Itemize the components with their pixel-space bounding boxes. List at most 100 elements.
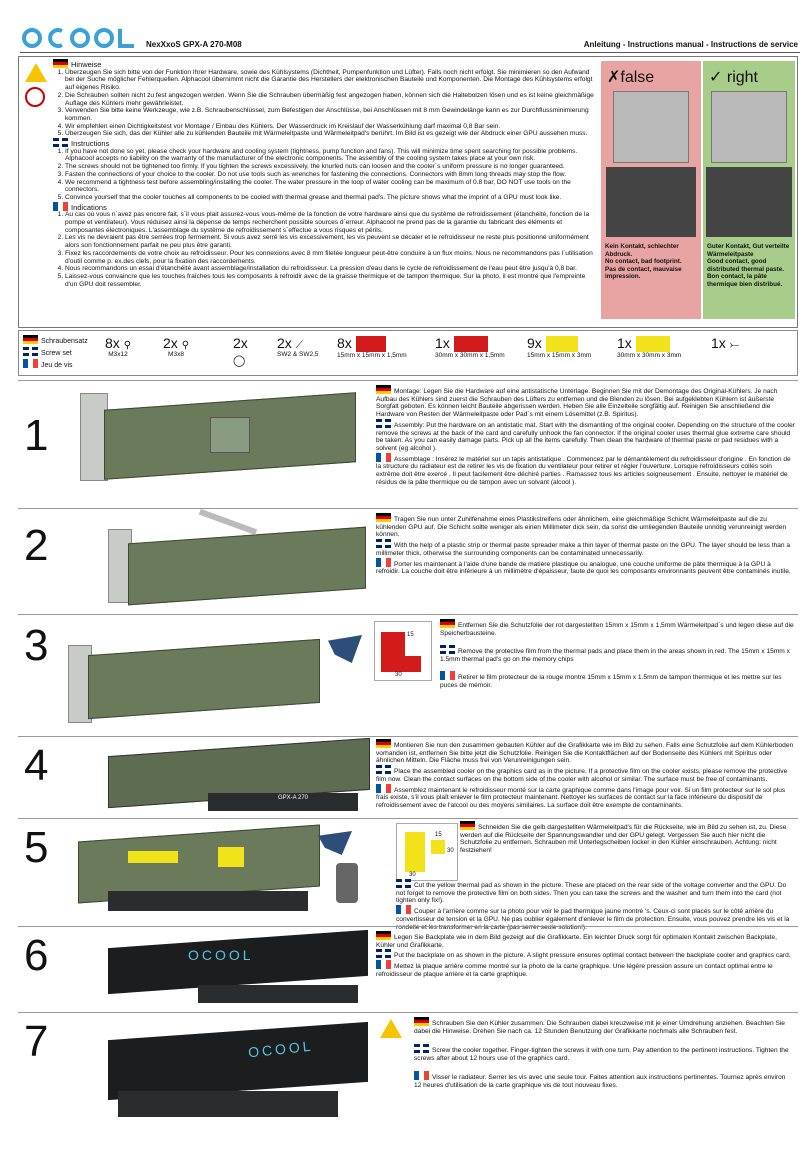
- screw-icon: ⚲: [181, 340, 190, 351]
- list-item: Überzeugen Sie sich, das der Kühler alle…: [65, 130, 599, 138]
- right-de-text: Guter Kontakt, Gut verteilte Wärmeleitpa…: [707, 243, 790, 258]
- uk-flag-icon: [440, 645, 455, 655]
- french-flag-icon: [376, 783, 391, 793]
- right-coldplate-image: [711, 91, 787, 163]
- part-red-pad-large: 1x 30mm x 30mm x 1,5mm: [435, 335, 505, 360]
- german-flag-icon: [376, 385, 391, 394]
- list-item: We recommend a tightness test before ass…: [65, 179, 599, 194]
- list-item: Fixez les raccordements de votre choix a…: [65, 250, 599, 265]
- manual-title: Anleitung - Instructions manual - Instru…: [583, 40, 798, 49]
- uk-flag-icon: [414, 1044, 429, 1053]
- header-divider: [20, 52, 800, 53]
- step-number: 7: [24, 1017, 49, 1066]
- backside-pad-diagram: 30 30 15: [396, 823, 458, 881]
- step-7-text: Schrauben Sie den Kühler zusammen. Die S…: [414, 1017, 794, 1090]
- part-washer: 2x◯: [233, 335, 248, 367]
- step-number: 5: [24, 823, 49, 872]
- list-item: Überzeugen Sie sich bitte von der Funkti…: [65, 69, 599, 92]
- step-2: 2 Tragen Sie nun unter Zuhilfenahme eine…: [18, 508, 798, 613]
- syringe-icon: ⤚: [729, 337, 740, 351]
- step-number: 3: [24, 621, 49, 670]
- part-screw-m3x12: 8x ⚲M3x12: [105, 335, 132, 358]
- german-flag-icon: [414, 1017, 429, 1026]
- false-label: ✗false: [607, 69, 655, 86]
- french-flag-icon: [376, 960, 391, 970]
- washer-icon: ◯: [233, 355, 246, 367]
- list-item: Wir empfehlen einen Dichtigkeitstest vor…: [65, 123, 599, 131]
- compare-right-panel: ✓ right Guter Kontakt, Gut verteilte Wär…: [703, 61, 795, 319]
- list-item: Convince yourself that the cooler touche…: [65, 194, 599, 202]
- de-list: Überzeugen Sie sich bitte von der Funkti…: [53, 69, 599, 138]
- fr-title: Indications: [71, 202, 107, 212]
- no-tools-icon: [25, 87, 45, 107]
- uk-flag-icon: [376, 539, 391, 549]
- list-item: The screws should not be tightened too f…: [65, 163, 599, 171]
- gpu-card-image: [70, 389, 370, 481]
- german-flag-icon: [376, 739, 391, 748]
- step-number: 6: [24, 931, 49, 980]
- german-flag-icon: [53, 59, 68, 68]
- step-number: 1: [24, 411, 49, 460]
- pad-layout-diagram: 15 30: [374, 621, 432, 681]
- list-item: Verwenden Sie bitte keine Werkzeuge, wie…: [65, 107, 599, 122]
- right-fr-text: Bon contact, la pâte thermique bien dist…: [707, 273, 783, 288]
- peel-film-icon: [328, 635, 362, 663]
- compare-false-panel: ✗false Kein Kontakt, schlechter Abdruck.…: [601, 61, 701, 319]
- model-name: NexXxoS GPX-A 270-M08: [146, 40, 242, 49]
- de-title: Hinweise: [71, 60, 102, 69]
- assembled-card-image: OCOOL: [98, 1021, 378, 1131]
- syringe-icon: [198, 508, 258, 536]
- list-item: Laissez-vous convaincre que les touches …: [65, 273, 599, 288]
- screw-icon: ⚲: [123, 340, 132, 351]
- right-en-text: Good contact, good distributed thermal p…: [707, 258, 784, 273]
- false-fr-text: Pas de contact, mauvaise impression.: [605, 265, 682, 281]
- step-7: 7 OCOOL Schrauben Sie den Kühler zusamme…: [18, 1012, 798, 1153]
- right-label: ✓ right: [709, 69, 758, 86]
- uk-flag-icon: [376, 418, 391, 428]
- step-1: 1 Montage: Legen Sie die Hardware auf ei…: [18, 380, 798, 487]
- step-5-text-en-fr: Cut the yellow thermal pad as shown in t…: [396, 879, 796, 931]
- step-4-text: Montieren Sie nun den zusammen gebauten …: [376, 739, 796, 810]
- parts-fr: Jeu de vis: [41, 362, 73, 369]
- step-number: 2: [24, 521, 49, 570]
- false-coldplate-image: [613, 91, 689, 163]
- intro-section: Hinweise Überzeugen Sie sich bitte von d…: [18, 56, 798, 328]
- german-flag-icon: [440, 619, 455, 628]
- step-number: 4: [24, 741, 49, 790]
- list-item: If you have not done so yet, please chec…: [65, 148, 599, 163]
- en-title: Instructions: [71, 139, 110, 149]
- part-yellow-pad-large: 1x 30mm x 30mm x 3mm: [617, 335, 682, 360]
- list-item: Die Schrauben sollten nicht zu fest ange…: [65, 92, 599, 107]
- step-5: 5 30 30 15 Schneiden Sie die gelb darges…: [18, 818, 798, 931]
- french-flag-icon: [376, 557, 391, 567]
- uk-flag-icon: [23, 347, 38, 356]
- false-de-text: Kein Kontakt, schlechter Abdruck.: [605, 243, 679, 258]
- fitting-icon: [336, 863, 358, 903]
- french-flag-icon: [23, 359, 38, 368]
- backside-pads-image: [68, 823, 328, 919]
- list-item: Fasten the connections of your choice to…: [65, 171, 599, 179]
- false-gpu-image: [606, 167, 696, 237]
- part-hex-keys: 2x ⟋SW2 & SW2,5: [277, 335, 319, 358]
- warning-icon: [25, 63, 47, 87]
- alphacool-logo: [22, 28, 134, 48]
- gpu-card-pads-image: [68, 625, 328, 725]
- list-item: Au cas où vous n´avez pas encore fait, s…: [65, 211, 599, 234]
- step-6: 6 OCOOL Legen Sie Backplate wie in dem B…: [18, 926, 798, 1013]
- fr-list: Au cas où vous n´avez pas encore fait, s…: [53, 211, 599, 288]
- header: NexXxoS GPX-A 270-M08 Anleitung - Instru…: [0, 0, 808, 52]
- cooler-mounted-image: GPX-A 270: [98, 737, 378, 817]
- french-flag-icon: [440, 671, 455, 681]
- step-3-text: Entfernen Sie die Schutzfolie der rot da…: [440, 619, 796, 690]
- uk-flag-icon: [376, 765, 391, 775]
- step-6-text: Legen Sie Backplate wie in dem Bild geze…: [376, 931, 796, 979]
- step-2-text: Tragen Sie nun unter Zuhilfenahme eines …: [376, 513, 796, 576]
- german-flag-icon: [23, 335, 38, 344]
- part-screw-m3x8: 2x ⚲M3x8: [163, 335, 190, 358]
- false-en-text: No contact, bad footprint.: [605, 258, 682, 265]
- french-flag-icon: [396, 905, 411, 915]
- uk-flag-icon: [376, 949, 391, 959]
- parts-de: Schraubensatz: [41, 338, 88, 345]
- list-item: Les vis ne devraient pas être serrées tr…: [65, 234, 599, 249]
- uk-flag-icon: [396, 879, 411, 888]
